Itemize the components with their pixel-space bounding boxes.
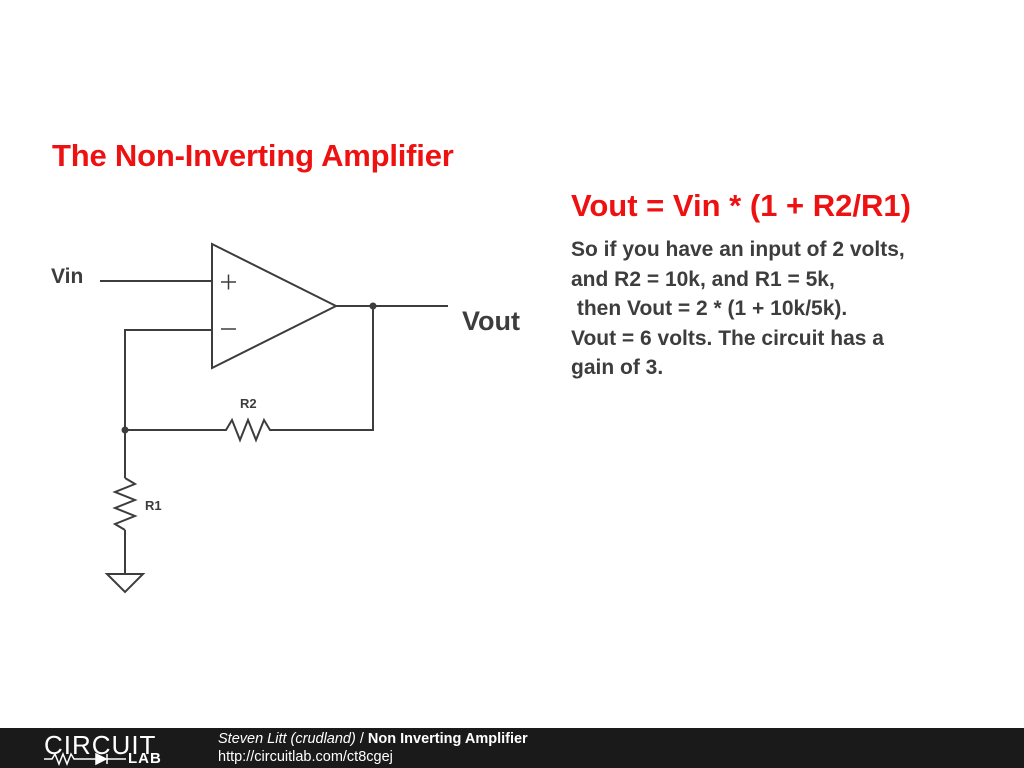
vin-label: Vin (51, 265, 84, 288)
page-title: The Non-Inverting Amplifier (52, 138, 454, 173)
footer-bar: CIRCUIT LAB Steven Litt (crudland) / Non… (0, 728, 1024, 768)
feedback-junction-dot (121, 426, 129, 434)
explanation-line: and R2 = 10k, and R1 = 5k, (571, 267, 835, 291)
r1-resistor (112, 477, 138, 531)
r1-label: R1 (145, 498, 162, 513)
explanation-line: then Vout = 2 * (1 + 10k/5k). (571, 297, 848, 320)
circuit-url-link[interactable]: http://circuitlab.com/ct8cgej (218, 749, 393, 765)
feedback-wire (276, 306, 374, 431)
circuitlab-logo-bottom: LAB (128, 750, 162, 767)
schematic-diagram: R2 R1 (100, 242, 448, 594)
author-link[interactable]: Steven Litt (crudland) (218, 731, 356, 747)
logo-wave-icon (44, 752, 126, 766)
vout-label: Vout (462, 306, 520, 336)
inverting-input-wire (124, 329, 212, 478)
explanation-line: gain of 3. (571, 356, 664, 379)
ground-icon (104, 573, 146, 594)
gain-formula: Vout = Vin * (1 + R2/R1) (571, 188, 911, 223)
project-name: Non Inverting Amplifier (367, 731, 528, 747)
footer-attribution: Steven Litt (crudland) / Non Inverting A… (218, 731, 528, 747)
op-amp-symbol (211, 242, 339, 370)
explanation-line: Vout = 6 volts. The circuit has a (571, 326, 884, 350)
r2-resistor (220, 417, 276, 443)
output-junction-dot (369, 302, 377, 310)
footer-separator: / (355, 731, 368, 747)
explanation-text: So if you have an input of 2 volts, and … (571, 235, 1011, 383)
explanation-line: So if you have an input of 2 volts, (571, 238, 905, 261)
r2-label: R2 (240, 396, 257, 411)
